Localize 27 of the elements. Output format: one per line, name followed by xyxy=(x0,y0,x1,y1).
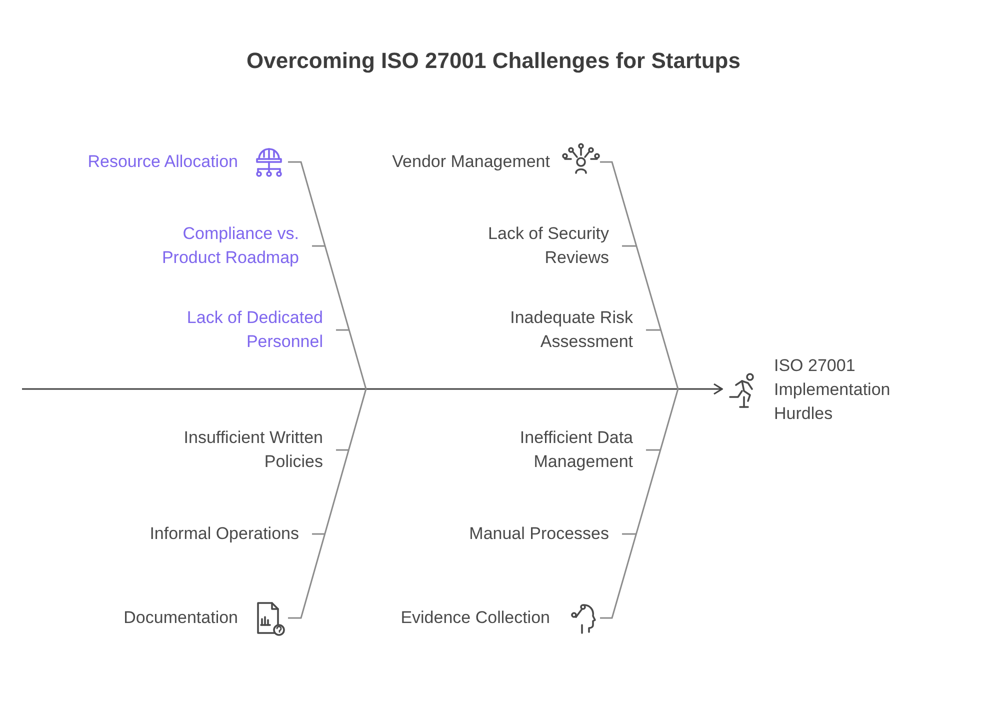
spine-arrow xyxy=(22,383,723,395)
cause-label: Compliance vs. Product Roadmap xyxy=(160,223,299,269)
branch-line xyxy=(622,245,637,247)
category-label: Evidence Collection xyxy=(400,607,550,629)
bone-line xyxy=(288,161,367,390)
branch-line xyxy=(622,533,636,535)
category-label: Resource Allocation xyxy=(88,151,238,173)
cause-label: Manual Processes xyxy=(469,523,609,545)
category-label: Documentation xyxy=(124,607,238,629)
branch-line xyxy=(336,449,349,451)
cause-label: Informal Operations xyxy=(150,523,299,545)
cause-label: Lack of Dedicated Personnel xyxy=(186,307,323,353)
cause-label: Inefficient Data Management xyxy=(518,427,633,473)
diagram-title: Overcoming ISO 27001 Challenges for Startups xyxy=(246,48,742,74)
effect-label: ISO 27001 Implementation Hurdles xyxy=(774,355,892,425)
cause-label: Lack of Security Reviews xyxy=(487,223,609,269)
branch-line xyxy=(646,449,660,451)
bone-line xyxy=(288,388,367,619)
branch-line xyxy=(312,245,325,247)
category-label: Vendor Management xyxy=(392,151,550,173)
branch-line xyxy=(336,329,349,331)
cause-label: Insufficient Written Policies xyxy=(182,427,323,473)
bone-line xyxy=(600,161,679,390)
branch-line xyxy=(312,533,325,535)
bone-line xyxy=(600,388,679,619)
branch-line xyxy=(646,329,661,331)
cause-label: Inadequate Risk Assessment xyxy=(509,307,633,353)
